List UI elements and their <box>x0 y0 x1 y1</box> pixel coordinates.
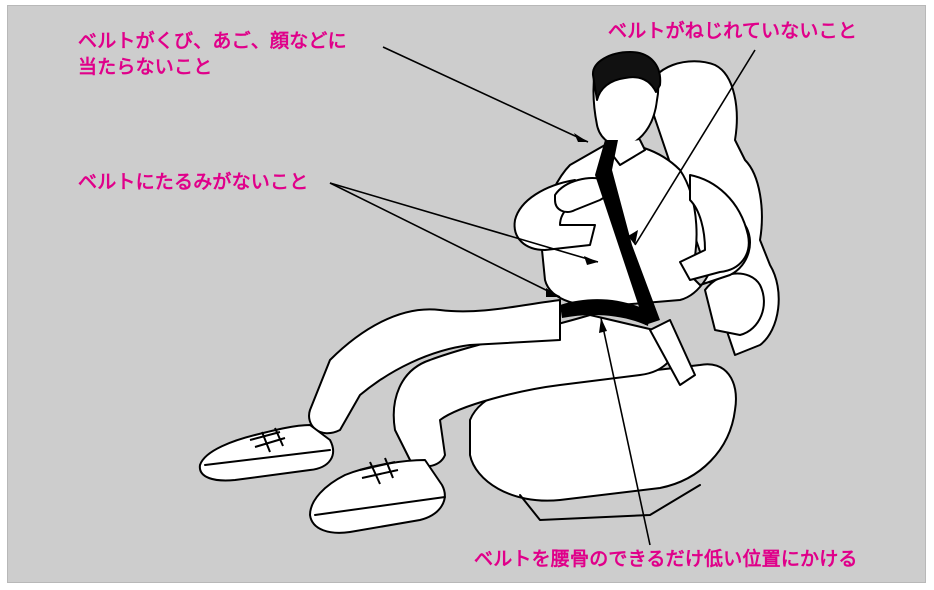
seat-armrest <box>704 272 765 336</box>
annotation-not-twisted: ベルトがねじれていないこと <box>608 20 858 42</box>
leader-lines <box>329 46 756 546</box>
right-arm <box>679 174 750 281</box>
front-shoe <box>309 459 446 534</box>
annotation-no-slack: ベルトにたるみがないこと <box>78 171 309 193</box>
lap-belt <box>560 299 650 326</box>
shoe-laces <box>249 427 399 485</box>
back-leg <box>308 299 561 435</box>
annotation-neck-line2: 当たらないこと <box>78 56 213 78</box>
seat-base <box>519 484 701 521</box>
arrow-heads <box>546 133 638 333</box>
back-shoe <box>198 424 335 482</box>
buckle <box>649 319 696 386</box>
annotation-neck-line1: ベルトがくび、あご、顔などに <box>78 30 347 52</box>
annotation-low-on-hips: ベルトを腰骨のできるだけ低い位置にかける <box>474 548 858 570</box>
hair <box>591 51 662 101</box>
shoulder-belt <box>595 140 660 325</box>
